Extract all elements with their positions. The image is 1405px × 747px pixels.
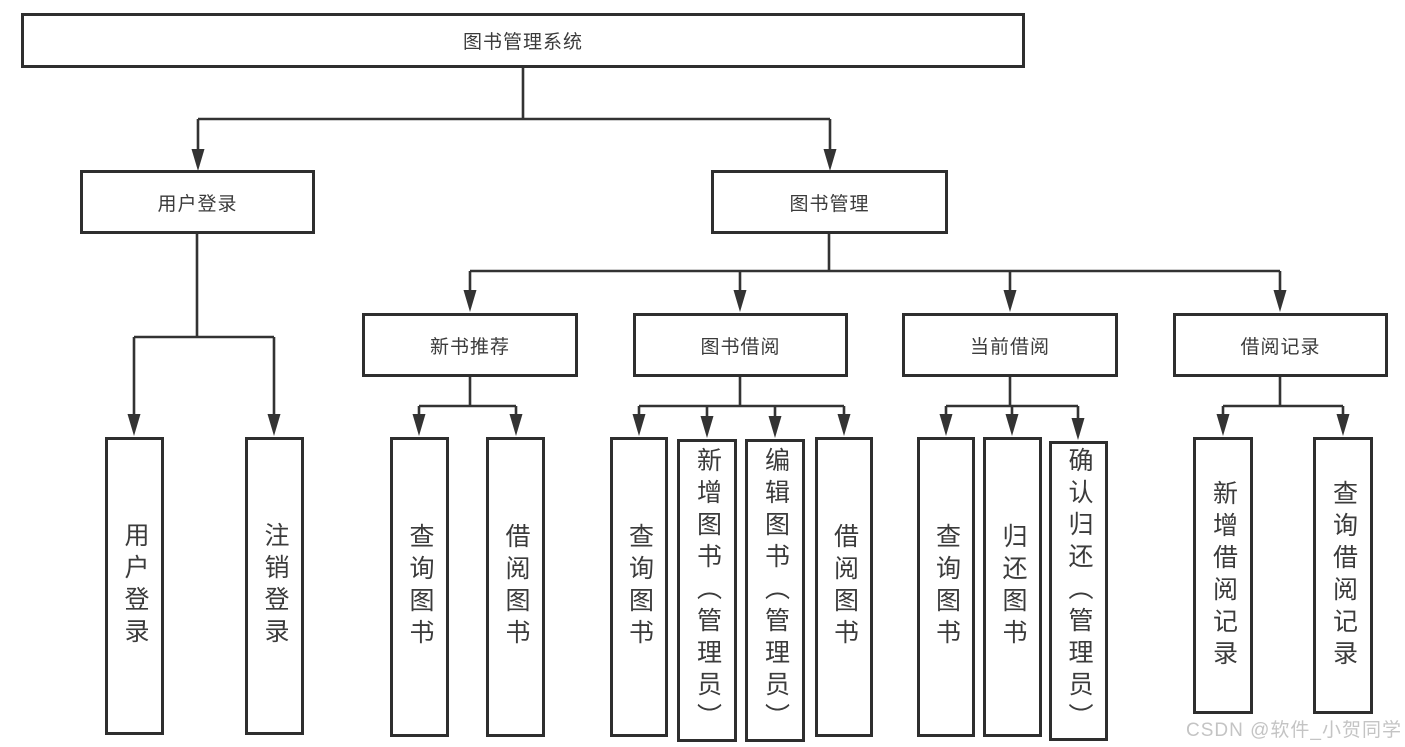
node-root: 图书管理系统 — [21, 13, 1025, 68]
arrowhead — [1071, 418, 1085, 440]
node-book-management: 图书管理 — [711, 170, 948, 234]
arrowhead — [267, 414, 281, 436]
leaf-br-add-record-label: 新增借阅记录 — [1209, 479, 1238, 672]
connector-borrow-records — [1221, 377, 1345, 418]
leaf-br-query-record: 查询借阅记录 — [1313, 437, 1373, 714]
leaf-bb-borrow-books-label: 借阅图书 — [830, 523, 859, 651]
arrowhead — [412, 414, 426, 436]
node-current-borrow-label: 当前借阅 — [969, 336, 1050, 358]
connector-user-login — [132, 233, 276, 418]
connector-root — [196, 67, 832, 153]
connector-current-borrow — [944, 377, 1080, 422]
leaf-bb-borrow-books: 借阅图书 — [815, 437, 873, 737]
leaf-nb-borrow-books-label: 借阅图书 — [502, 523, 530, 651]
node-root-label: 图书管理系统 — [462, 32, 583, 53]
leaf-bb-add-books-label: 新增图书（管理员） — [693, 446, 722, 735]
connector-new-book-recommend — [417, 377, 518, 418]
leaf-nb-query-books: 查询图书 — [390, 437, 449, 737]
leaf-bb-query-books: 查询图书 — [610, 437, 668, 737]
arrowhead — [1273, 290, 1287, 312]
arrowhead — [768, 416, 782, 438]
node-new-book-recommend: 新书推荐 — [362, 313, 578, 377]
arrowhead — [1216, 414, 1230, 436]
arrowhead — [1336, 414, 1350, 436]
arrowhead — [509, 414, 523, 436]
leaf-br-add-record: 新增借阅记录 — [1193, 437, 1253, 714]
leaf-logout-label: 注销登录 — [261, 522, 289, 650]
leaf-cb-query-books: 查询图书 — [917, 437, 975, 737]
leaf-cb-confirm-return: 确认归还（管理员） — [1049, 441, 1108, 741]
leaf-cb-query-books-label: 查询图书 — [932, 523, 961, 651]
arrowhead — [632, 414, 646, 436]
leaf-cb-return-books: 归还图书 — [983, 437, 1042, 737]
node-user-login-label: 用户登录 — [157, 193, 238, 215]
node-borrow-records-label: 借阅记录 — [1240, 336, 1321, 358]
node-book-borrow: 图书借阅 — [633, 313, 848, 377]
connector-book-management — [468, 233, 1282, 294]
csdn-watermark: CSDN @软件_小贺同学 — [1186, 720, 1402, 741]
arrowhead — [191, 149, 205, 171]
arrowhead — [1005, 414, 1019, 436]
connector-book-borrow — [637, 377, 846, 420]
arrowhead — [463, 290, 477, 312]
leaf-nb-query-books-label: 查询图书 — [406, 523, 434, 651]
arrowhead — [939, 414, 953, 436]
leaf-cb-return-books-label: 归还图书 — [999, 523, 1027, 651]
arrowhead — [700, 416, 714, 438]
arrowhead — [837, 414, 851, 436]
leaf-br-query-record-label: 查询借阅记录 — [1329, 479, 1358, 672]
leaf-cb-confirm-return-label: 确认归还（管理员） — [1065, 447, 1093, 735]
node-new-book-recommend-label: 新书推荐 — [429, 336, 510, 358]
arrowhead — [733, 290, 747, 312]
leaf-nb-borrow-books: 借阅图书 — [486, 437, 545, 737]
leaf-user-login-label: 用户登录 — [121, 522, 149, 650]
leaf-bb-edit-books-label: 编辑图书（管理员） — [761, 446, 790, 735]
node-book-borrow-label: 图书借阅 — [700, 336, 781, 358]
leaf-bb-edit-books: 编辑图书（管理员） — [745, 439, 805, 742]
node-book-management-label: 图书管理 — [789, 193, 870, 215]
arrowhead — [1003, 290, 1017, 312]
leaf-bb-add-books: 新增图书（管理员） — [677, 439, 737, 742]
leaf-logout: 注销登录 — [245, 437, 304, 735]
node-current-borrow: 当前借阅 — [902, 313, 1118, 377]
arrowhead — [127, 414, 141, 436]
leaf-user-login: 用户登录 — [105, 437, 164, 735]
arrowhead — [823, 149, 837, 171]
leaf-bb-query-books-label: 查询图书 — [625, 523, 654, 651]
node-user-login: 用户登录 — [80, 170, 315, 234]
node-borrow-records: 借阅记录 — [1173, 313, 1388, 377]
